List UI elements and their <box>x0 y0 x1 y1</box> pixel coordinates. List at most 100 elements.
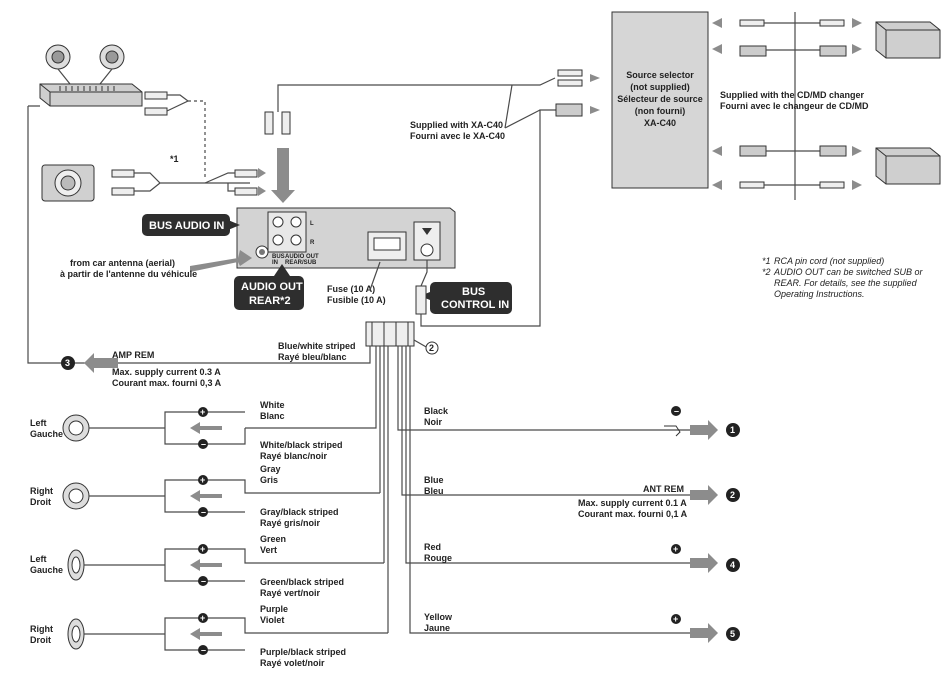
svg-text:White/black striped: White/black striped <box>260 440 343 450</box>
speaker-group-3: Left Gauche + – Green Vert Green/black s… <box>30 534 384 598</box>
subwoofer-icon <box>41 164 95 202</box>
star1-label: *1 <box>170 154 179 164</box>
svg-text:+: + <box>673 614 678 624</box>
svg-text:BUS: BUS <box>462 286 485 298</box>
svg-text:Left: Left <box>30 418 47 428</box>
svg-text:Purple/black striped: Purple/black striped <box>260 647 346 657</box>
svg-text:Gauche: Gauche <box>30 429 63 439</box>
svg-text:Fusible (10 A): Fusible (10 A) <box>327 295 386 305</box>
svg-text:AMP REM: AMP REM <box>112 350 154 360</box>
source-selector-box: Source selector (not supplied) Sélecteur… <box>611 11 709 189</box>
svg-text:BUS AUDIO IN: BUS AUDIO IN <box>149 220 224 232</box>
svg-text:Rayé gris/noir: Rayé gris/noir <box>260 518 321 528</box>
svg-text:+: + <box>200 613 205 623</box>
svg-text:Red: Red <box>424 542 441 552</box>
svg-text:Supplied with the CD/MD change: Supplied with the CD/MD changer <box>720 90 865 100</box>
svg-text:L: L <box>310 221 314 227</box>
svg-text:Droit: Droit <box>30 635 51 645</box>
svg-text:RCA pin cord (not supplied): RCA pin cord (not supplied) <box>774 256 884 266</box>
svg-text:Noir: Noir <box>424 417 442 427</box>
power-wire-red: Red Rouge + 4 <box>424 542 740 573</box>
svg-text:AUDIO OUT: AUDIO OUT <box>285 254 319 260</box>
svg-text:White: White <box>260 400 285 410</box>
svg-text:Source selector: Source selector <box>626 70 694 80</box>
svg-text:Rouge: Rouge <box>424 553 452 563</box>
svg-text:Gauche: Gauche <box>30 565 63 575</box>
svg-text:1: 1 <box>730 425 735 435</box>
svg-text:Rayé bleu/blanc: Rayé bleu/blanc <box>278 352 347 362</box>
svg-text:REAR*2: REAR*2 <box>249 295 291 307</box>
antenna-arrow <box>190 250 252 272</box>
speaker-group-2: Right Droit + – Gray Gris Gray/black str… <box>30 464 380 528</box>
amplifier-icon <box>39 83 143 107</box>
svg-text:2: 2 <box>730 490 735 500</box>
svg-text:+: + <box>673 544 678 554</box>
svg-text:Max. supply current 0.3 A: Max. supply current 0.3 A <box>112 367 221 377</box>
svg-text:Left: Left <box>30 554 47 564</box>
speaker-group-1: Left Gauche + – White Blanc White/black … <box>30 400 343 461</box>
svg-text:–: – <box>201 439 206 449</box>
svg-text:2: 2 <box>429 343 434 353</box>
svg-text:R: R <box>310 240 315 246</box>
svg-text:Rayé blanc/noir: Rayé blanc/noir <box>260 451 328 461</box>
harness-connector: 2 <box>365 321 439 355</box>
antenna-plug <box>415 109 556 327</box>
svg-text:ANT REM: ANT REM <box>643 484 684 494</box>
svg-text:Yellow: Yellow <box>424 612 453 622</box>
svg-text:Vert: Vert <box>260 545 277 555</box>
head-unit: L R BUS IN AUDIO OUT REAR/SUB <box>236 207 456 269</box>
svg-text:BUS: BUS <box>272 254 285 260</box>
svg-text:AUDIO OUT can be switched SUB: AUDIO OUT can be switched SUB or <box>773 267 924 277</box>
amp-rca-plugs <box>144 91 206 180</box>
cd-changer-top <box>712 12 941 200</box>
bus-control-in-tag: BUS CONTROL IN <box>420 282 512 314</box>
svg-text:Blue: Blue <box>424 475 444 485</box>
svg-text:Gris: Gris <box>260 475 278 485</box>
svg-text:Fourni avec le changeur de CD/: Fourni avec le changeur de CD/MD <box>720 101 869 111</box>
svg-text:Fuse (10 A): Fuse (10 A) <box>327 284 375 294</box>
svg-text:Blue/white striped: Blue/white striped <box>278 341 356 351</box>
svg-text:Right: Right <box>30 486 53 496</box>
svg-text:REAR. For details, see the sup: REAR. For details, see the supplied <box>774 278 918 288</box>
svg-text:Operating Instructions.: Operating Instructions. <box>774 289 865 299</box>
svg-text:à partir de l'antenne du véhic: à partir de l'antenne du véhicule <box>60 269 197 279</box>
svg-text:+: + <box>200 407 205 417</box>
power-wire-black: Black Noir – 1 <box>424 406 740 440</box>
svg-text:–: – <box>201 645 206 655</box>
sub-rca-plugs: *1 <box>111 154 258 196</box>
cd-changer-bottom <box>712 145 941 190</box>
svg-text:Right: Right <box>30 624 53 634</box>
svg-text:3: 3 <box>65 358 70 368</box>
speaker-group-4: Right Droit + – Purple Violet Purple/bla… <box>30 604 388 668</box>
svg-text:Courant max. fourni 0,1 A: Courant max. fourni 0,1 A <box>578 509 688 519</box>
amplifier-group <box>39 44 143 107</box>
svg-text:Fourni avec le XA-C40: Fourni avec le XA-C40 <box>410 131 505 141</box>
svg-text:Supplied with XA-C40: Supplied with XA-C40 <box>410 120 503 130</box>
svg-text:+: + <box>200 544 205 554</box>
svg-text:5: 5 <box>730 629 735 639</box>
svg-text:Gray/black striped: Gray/black striped <box>260 507 339 517</box>
svg-text:Black: Black <box>424 406 449 416</box>
svg-text:Bleu: Bleu <box>424 486 444 496</box>
cd-changer-2-icon <box>875 147 941 185</box>
svg-text:*1: *1 <box>762 256 771 266</box>
svg-text:(not supplied): (not supplied) <box>630 82 690 92</box>
svg-text:+: + <box>200 475 205 485</box>
svg-text:REAR/SUB: REAR/SUB <box>285 260 317 266</box>
svg-text:Rayé vert/noir: Rayé vert/noir <box>260 588 321 598</box>
svg-text:Violet: Violet <box>260 615 284 625</box>
svg-text:Droit: Droit <box>30 497 51 507</box>
bus-audio-rca <box>264 77 556 203</box>
svg-text:–: – <box>201 576 206 586</box>
svg-text:Rayé volet/noir: Rayé volet/noir <box>260 658 325 668</box>
cd-changer-1-icon <box>875 21 941 59</box>
svg-text:Sélecteur de source: Sélecteur de source <box>617 94 703 104</box>
svg-text:XA-C40: XA-C40 <box>644 118 676 128</box>
svg-text:Green/black striped: Green/black striped <box>260 577 344 587</box>
svg-text:IN: IN <box>272 260 278 266</box>
power-wire-yellow: Yellow Jaune + 5 <box>424 612 740 643</box>
power-wire-blue: Blue Bleu ANT REM Max. supply current 0.… <box>424 475 740 519</box>
svg-text:Gray: Gray <box>260 464 281 474</box>
svg-text:4: 4 <box>730 560 735 570</box>
